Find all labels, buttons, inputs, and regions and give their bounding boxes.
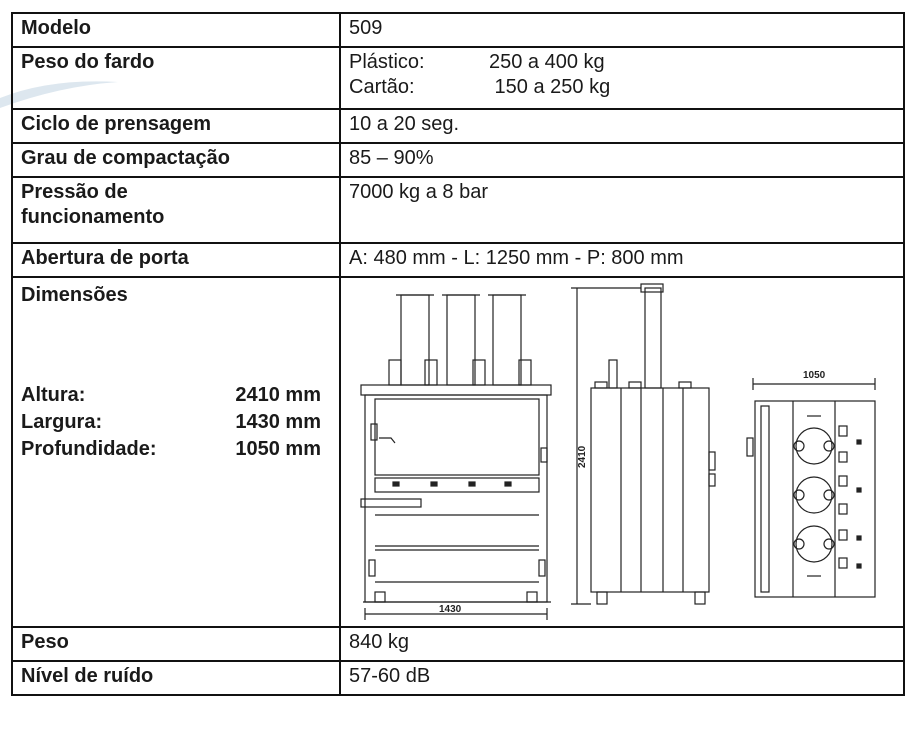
value-bale-weight: Plástico: 250 a 400 kg Cartão: 150 a 250…: [339, 46, 905, 110]
table-row-weight: Peso 840 kg: [11, 626, 905, 662]
dimension-depth-key: Profundidade:: [21, 438, 157, 460]
bale-weight-cardboard: Cartão: 150 a 250 kg: [349, 75, 895, 100]
bale-weight-cardboard-key: Cartão:: [349, 76, 415, 98]
bale-weight-plastic-key: Plástico:: [349, 51, 425, 73]
value-door-opening: A: 480 mm - L: 1250 mm - P: 800 mm: [339, 242, 905, 278]
dimension-height-key: Altura:: [21, 384, 86, 406]
label-dimensions: Dimensões: [21, 284, 128, 306]
dimension-width-value: 1430 mm: [235, 411, 321, 433]
label-noise: Nível de ruído: [11, 660, 341, 696]
bale-weight-plastic: Plástico: 250 a 400 kg: [349, 50, 895, 75]
label-pressure-line2: funcionamento: [21, 206, 165, 228]
table-row-door-opening: Abertura de porta A: 480 mm - L: 1250 mm…: [11, 242, 905, 278]
value-model: 509: [339, 12, 905, 48]
top-view-drawing: [746, 378, 876, 598]
table-row-press-cycle: Ciclo de prensagem 10 a 20 seg.: [11, 108, 905, 144]
dimensions-drawing-cell: 1430: [339, 276, 905, 628]
bale-weight-plastic-value: 250 a 400 kg: [489, 51, 605, 73]
bale-weight-cardboard-value: 150 a 250 kg: [489, 76, 611, 98]
table-row-noise: Nível de ruído 57-60 dB: [11, 660, 905, 696]
value-compaction: 85 – 90%: [339, 142, 905, 178]
table-row-bale-weight: Peso do fardo Plástico: 250 a 400 kg Car…: [11, 46, 905, 110]
dimension-height-value: 2410 mm: [235, 384, 321, 406]
value-noise: 57-60 dB: [339, 660, 905, 696]
front-view-drawing: [360, 294, 552, 620]
label-compaction: Grau de compactação: [11, 142, 341, 178]
label-pressure: Pressão de funcionamento: [11, 176, 341, 244]
baler-technical-drawing: 1430: [360, 283, 876, 620]
front-width-label: 1430: [439, 604, 462, 615]
value-press-cycle: 10 a 20 seg.: [339, 108, 905, 144]
table-row-pressure: Pressão de funcionamento 7000 kg a 8 bar: [11, 176, 905, 244]
table-row-model: Modelo 509: [11, 12, 905, 48]
label-door-opening: Abertura de porta: [11, 242, 341, 278]
label-press-cycle: Ciclo de prensagem: [11, 108, 341, 144]
dimension-depth-value: 1050 mm: [235, 438, 321, 460]
table-row-dimensions: Dimensões Altura: 2410 mm Largura: 1430 …: [11, 276, 905, 628]
label-bale-weight: Peso do fardo: [11, 46, 341, 110]
dimension-width-key: Largura:: [21, 411, 103, 433]
side-view-drawing: [571, 283, 716, 605]
value-weight: 840 kg: [339, 626, 905, 662]
side-height-label: 2410: [577, 445, 588, 468]
label-pressure-line1: Pressão de: [21, 181, 128, 203]
label-model: Modelo: [11, 12, 341, 48]
value-pressure: 7000 kg a 8 bar: [339, 176, 905, 244]
label-dimensions-cell: Dimensões Altura: 2410 mm Largura: 1430 …: [11, 276, 341, 628]
top-depth-label: 1050: [803, 370, 826, 381]
dimension-width: Largura: 1430 mm: [21, 410, 321, 435]
dimension-depth: Profundidade: 1050 mm: [21, 437, 321, 462]
dimension-height: Altura: 2410 mm: [21, 383, 321, 408]
spec-table: Modelo 509 Peso do fardo Plástico: 250 a…: [11, 12, 905, 696]
table-row-compaction: Grau de compactação 85 – 90%: [11, 142, 905, 178]
label-weight: Peso: [11, 626, 341, 662]
